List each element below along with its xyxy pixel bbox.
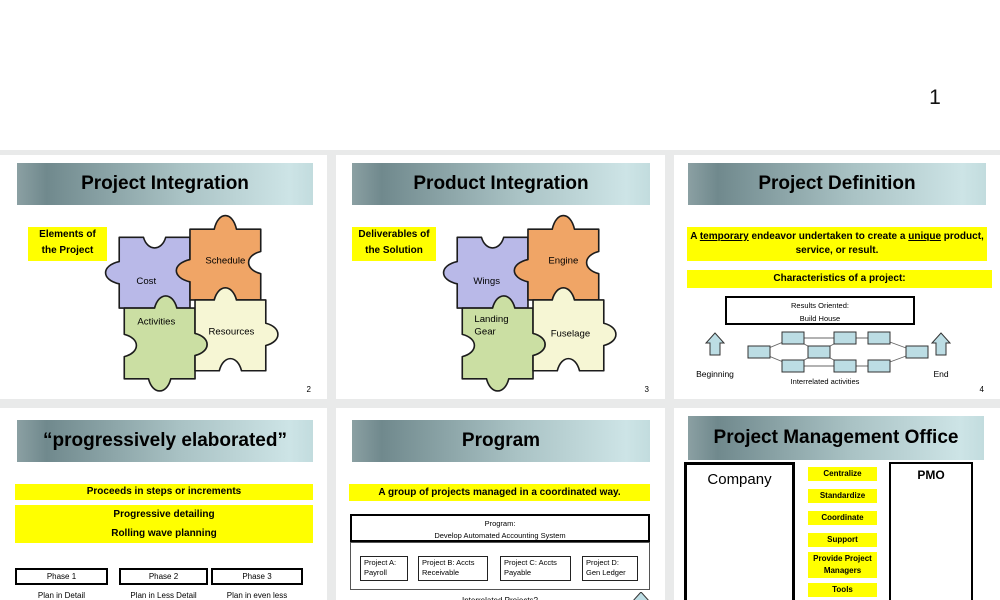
activity-box [747,345,771,359]
phase-2-box: Phase 2 [119,568,208,585]
slide-thumbnail-program[interactable]: Program A group of projects managed in a… [336,408,665,600]
activity-box [867,331,891,345]
puzzle-diagram: Cost Schedule Activities Resources [104,214,279,392]
page-top-margin: 1 [0,0,1000,150]
project-d-box: Project D: Gen Ledger [582,556,638,581]
puzzle-piece-bottom-left [461,295,546,392]
slide-title: Project Definition [758,173,916,194]
pmo-function-support: Support [808,533,877,547]
pmo-function-provide-managers: Provide Project Managers [808,552,877,578]
project-a-box: Project A: Payroll [360,556,408,581]
activity-box [833,331,857,345]
up-arrow-icon [633,592,649,600]
puzzle-label-engine: Engine [548,256,578,267]
phase-3-plan-label: Plan in even less [226,591,288,600]
slide-title: Project Integration [81,173,249,194]
company-label: Company [707,471,772,488]
company-box: Company [684,462,795,600]
pmo-label: PMO [917,468,945,482]
puzzle-label-wings: Wings [473,276,500,287]
bullet-progressive: Progressive detailing Rolling wave plann… [15,505,313,543]
puzzle-label-cost: Cost [136,276,156,287]
slide-thumbnail-pmo[interactable]: Project Management Office Company Centra… [674,408,1000,600]
projects-container-box [350,542,650,590]
activity-network-diagram: Beginning End [696,331,952,379]
slide-title-bar: Project Management Office [688,416,984,460]
pmo-function-centralize: Centralize [808,467,877,481]
deliverables-callout: Deliverables of the Solution [352,227,436,261]
pmo-function-coordinate: Coordinate [808,511,877,525]
beginning-arrow-icon [704,332,726,356]
phase-2-plan-label: Plan in Less Detail [130,591,197,600]
activity-box [807,345,831,359]
interrelated-projects-label: Interrelated Projects? [400,596,600,600]
beginning-label: Beginning [696,369,734,379]
puzzle-piece-bottom-left [123,295,208,392]
puzzle-piece-bottom-right [194,287,279,372]
definition-highlight: A temporary endeavor undertaken to creat… [687,227,987,261]
puzzle-label-resources: Resources [208,326,254,337]
slide-title-bar: Product Integration [352,163,650,205]
pmo-function-tools: Tools [808,583,877,597]
bullet-group-of-projects: A group of projects managed in a coordin… [349,484,650,501]
activity-box [905,345,929,359]
end-label: End [933,369,948,379]
slide-number: 3 [644,385,649,394]
slide-title-bar: “progressively elaborated” [17,420,313,462]
end-arrow-icon [930,332,952,356]
slide-title: Project Management Office [713,427,959,448]
puzzle-piece-bottom-right [532,287,617,372]
bullet-proceeds: Proceeds in steps or increments [15,484,313,500]
project-c-box: Project C: Accts Payable [500,556,571,581]
slide-title-bar: Program [352,420,650,462]
activity-box [781,359,805,373]
puzzle-label-landing: Landing [474,314,508,325]
slide-title: Program [461,430,541,451]
activity-box [867,359,891,373]
slide-title-bar: Project Definition [688,163,986,205]
activity-box [781,331,805,345]
puzzle-label-schedule: Schedule [205,256,245,267]
pmo-function-standardize: Standardize [808,489,877,503]
phase-1-box: Phase 1 [15,568,108,585]
project-b-box: Project B: Accts Receivable [418,556,488,581]
slide-thumbnail-product-integration[interactable]: Product Integration Deliverables of the … [336,155,665,399]
slide-title-bar: Project Integration [17,163,313,205]
puzzle-diagram: Wings Engine Landing Gear Fuselage [442,214,617,392]
characteristics-highlight: Characteristics of a project: [687,270,992,288]
puzzle-label-fuselage: Fuselage [551,328,590,339]
slide-number: 2 [306,385,311,394]
slide-number: 4 [979,385,984,394]
slides-grid: Project Integration Elements of the Proj… [0,150,1000,600]
phase-1-plan-label: Plan in Detail [37,591,86,600]
puzzle-label-activities: Activities [137,316,175,327]
program-box: Program: Develop Automated Accounting Sy… [350,514,650,542]
activity-box [833,359,857,373]
puzzle-label-gear: Gear [474,326,496,337]
elements-callout: Elements of the Project [28,227,107,261]
slide-thumbnail-progressively-elaborated[interactable]: “progressively elaborated” Proceeds in s… [0,408,327,600]
slide-thumbnail-project-definition[interactable]: Project Definition A temporary endeavor … [674,155,1000,399]
interrelated-activities-label: Interrelated activities [790,377,860,386]
pmo-box: PMO [889,462,973,600]
slide-title: “progressively elaborated” [43,430,287,451]
results-oriented-box: Results Oriented: Build House [725,296,915,325]
slide-thumbnail-project-integration[interactable]: Project Integration Elements of the Proj… [0,155,327,399]
phase-3-box: Phase 3 [211,568,303,585]
slide-title: Product Integration [413,173,589,194]
handout-page-number: 1 [929,86,941,109]
